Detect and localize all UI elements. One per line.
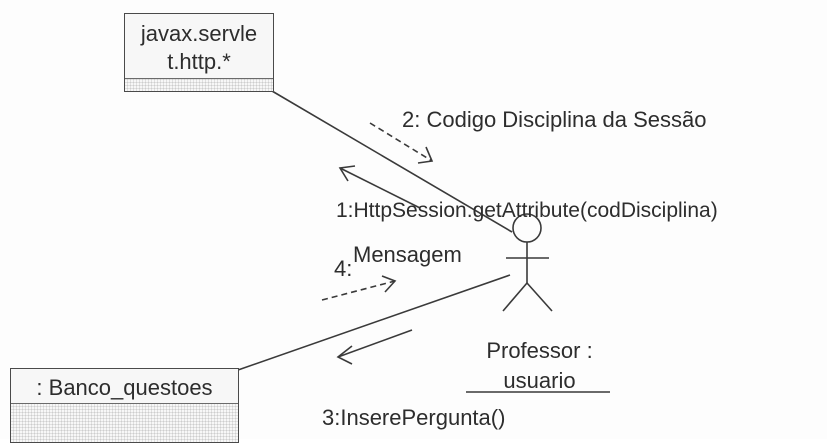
message-3-arrow [336,329,413,365]
message-1-label: 1:HttpSession.getAttribute(codDisciplina… [336,199,718,222]
object-servlet: javax.servle t.http.* [124,13,274,92]
object-banco-name: : Banco_questoes [36,375,213,400]
message-4-label: Mensagem [353,242,462,267]
message-2-arrow [369,122,434,164]
object-servlet-name: javax.servle t.http.* [140,21,258,74]
actor-name-line1: Professor : [486,338,593,363]
object-banco-questoes: : Banco_questoes [10,368,239,443]
link-servlet-actor [271,90,513,233]
actor-name-line2: usuario [503,367,576,393]
link-banco-actor [237,274,511,371]
message-4-number: 4: [334,256,353,281]
message-2-label: 2: Codigo Disciplina da Sessão [402,107,707,132]
message-3-label: 3:InserePergunta() [322,405,506,430]
actor-stick-figure [502,213,553,312]
object-banco-compartment [11,403,238,442]
actor-label: Professor : usuario [462,336,617,395]
object-servlet-compartment [125,78,273,91]
message-4-arrow [321,275,397,301]
message-1-arrow [338,165,421,209]
